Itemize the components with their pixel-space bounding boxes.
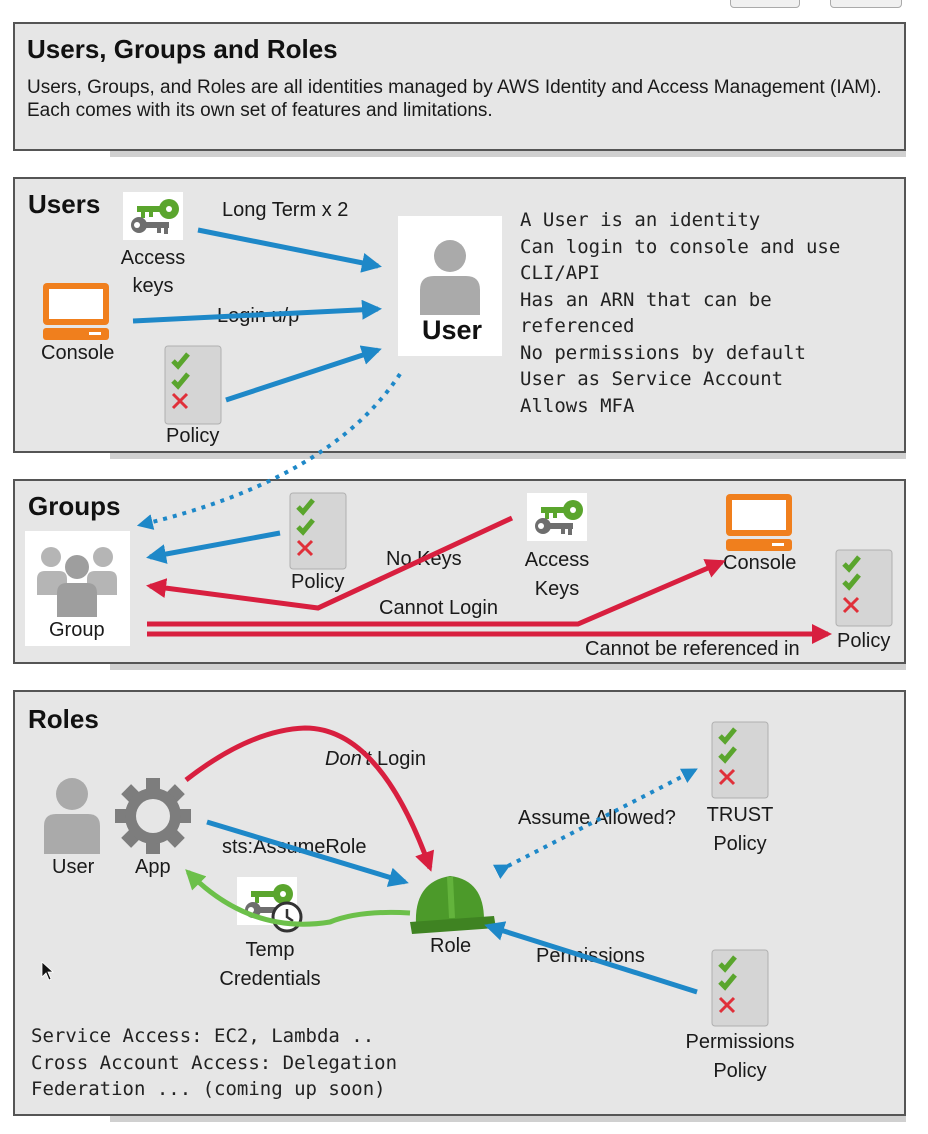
role-notes: Service Access: EC2, Lambda .. Cross Acc… [31,1023,397,1103]
user-label: User [422,315,483,345]
user-fact: CLI/API [520,262,601,284]
panel-shadow [110,151,906,157]
arrow-permissions [484,921,698,995]
long-term-label: Long Term x 2 [222,199,349,221]
trust-policy-label: TRUST Policy [706,804,774,855]
group-policy-icon [289,492,347,570]
cannot-login-label: Cannot Login [379,597,498,619]
arrow-no-keys [146,515,514,611]
arrow-user-to-group [136,372,402,530]
intro-text: Users, Groups, and Roles are all identit… [27,77,882,121]
panel-shadow [110,1116,906,1122]
group-label: Group [49,619,105,641]
temp-credentials-label: Temp Credentials [219,939,321,990]
arrow-dont-login [184,725,435,872]
arrow-temp-credentials [185,869,411,927]
role-user-icon [44,778,100,854]
user-fact: No permissions by default [520,341,806,364]
user-fact: Allows MFA [520,394,635,417]
policy-icon [164,345,222,425]
policy-label: Policy [166,425,220,447]
intro-panel: Users, Groups and Roles Users, Groups, a… [13,22,906,151]
arrow-assume-allowed [492,768,698,879]
group-policy-right-label: Policy [837,630,891,652]
app-label: App [135,856,171,878]
groups-title: Groups [28,491,121,521]
panel-shadow [110,664,906,670]
user-fact: A User is an identity [520,209,761,231]
mouse-cursor-icon [41,961,55,981]
console-label: Console [41,342,115,364]
panel-shadow [110,453,906,459]
users-title: Users [28,189,101,219]
trust-policy-icon [711,721,769,799]
group-console-label: Console [723,552,797,574]
dont-label: Don't [325,748,372,770]
permissions-policy-icon [711,949,769,1027]
role-user-label: User [52,856,95,878]
user-fact: Has an ARN that can be [520,288,772,311]
user-facts: A User is an identity Can login to conso… [520,207,840,419]
group-policy-right-icon [835,549,893,627]
user-fact: referenced [520,315,635,337]
user-fact: User as Service Account [520,368,784,390]
helmet-icon [410,876,496,934]
group-access-keys-label: Access Keys [524,549,590,600]
toolbar-button[interactable] [830,0,902,8]
role-label: Role [430,935,472,957]
key-icon [123,192,183,240]
access-keys-label: Access keys [120,247,186,297]
arrow-long-term [197,227,382,273]
arrow-login [132,299,382,324]
login-label: Login [377,748,426,770]
arrow-cannot-login [147,559,726,627]
group-policy-label: Policy [291,571,345,593]
role-note: Cross Account Access: Delegation [31,1051,398,1074]
console-icon [43,283,109,340]
role-note: Federation ... (coming up soon) [31,1078,386,1100]
cannot-ref-label: Cannot be referenced in [585,638,800,660]
intro-title: Users, Groups and Roles [27,34,338,64]
gear-icon [115,778,191,854]
permissions-policy-label: Permissions Policy [685,1031,795,1082]
role-note: Service Access: EC2, Lambda .. [31,1025,375,1047]
arrow-policy-user [225,345,382,403]
arrow-policy-group [146,530,281,564]
toolbar-button[interactable] [730,0,800,8]
user-fact: Can login to console and use [520,235,841,258]
arrow-assume-role [206,819,409,887]
group-console-icon [726,494,792,551]
roles-title: Roles [28,704,99,734]
clock-icon [271,901,303,933]
user-icon [420,240,480,315]
group-icon [37,547,117,617]
group-key-icon [527,493,587,541]
